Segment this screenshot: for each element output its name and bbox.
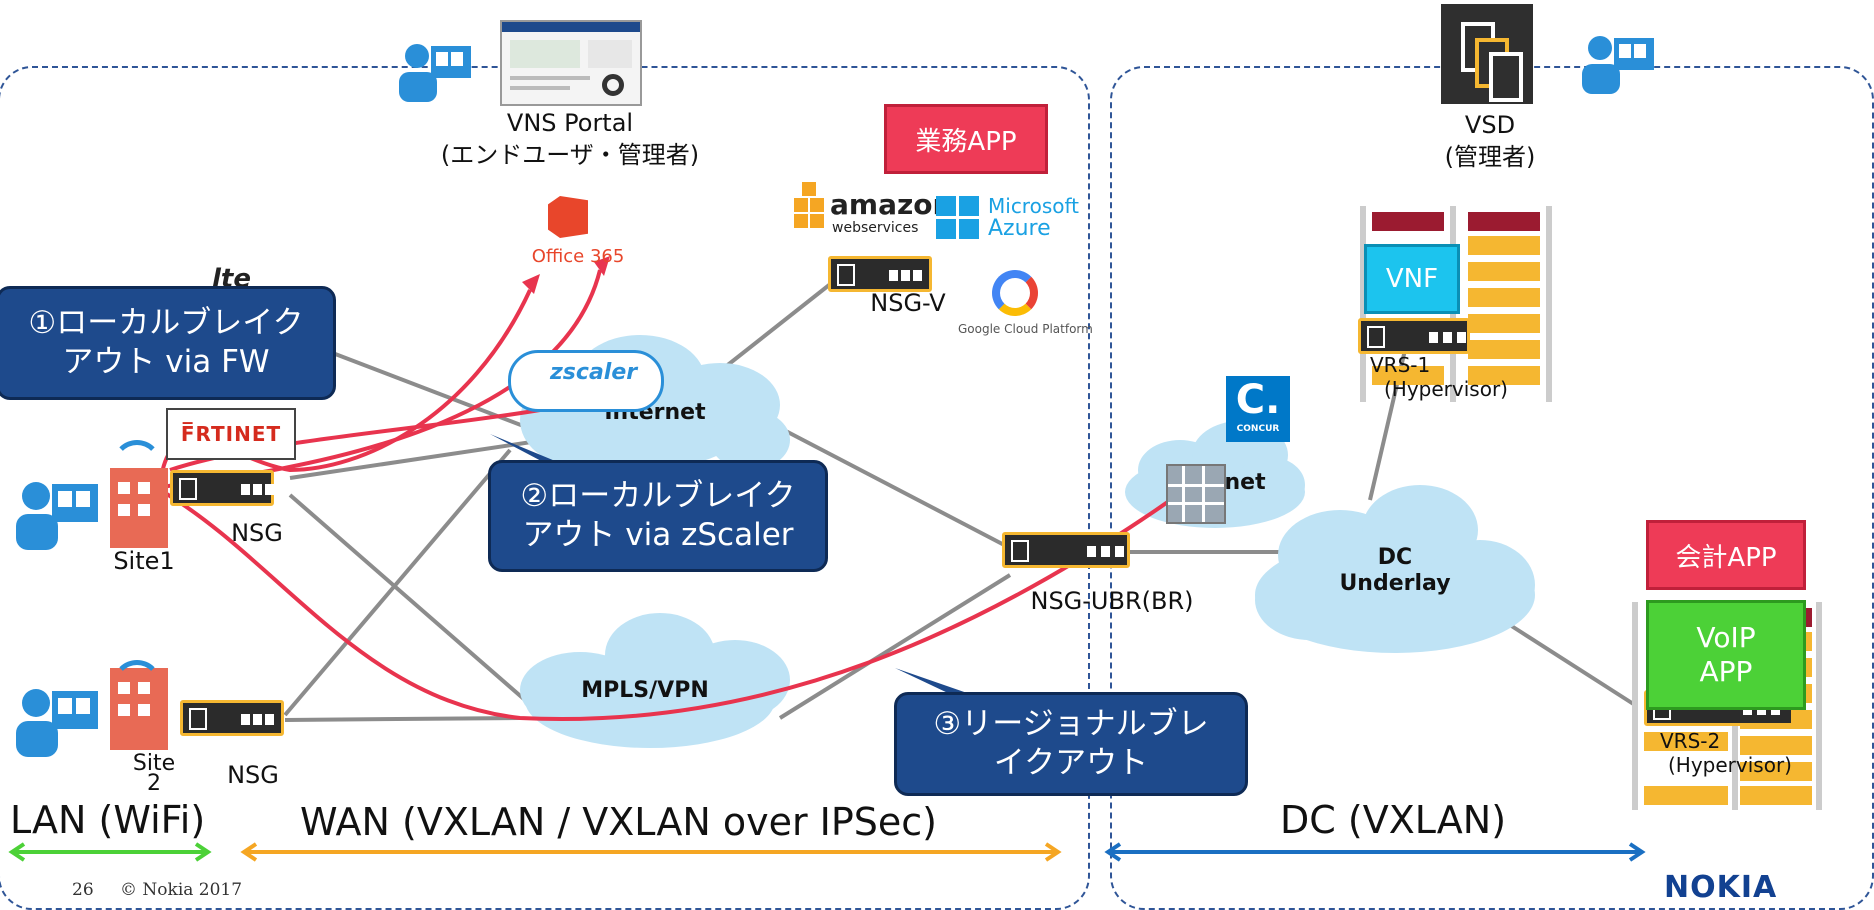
wifi-icon-site2 [112, 660, 162, 710]
vrs1-rack [1360, 206, 1560, 402]
wan-segment-label: WAN (VXLAN / VXLAN over IPSec) [300, 800, 938, 844]
gcp-icon [992, 270, 1038, 316]
zscaler-label: zscaler [550, 360, 638, 385]
vns-portal-sub: (エンドユーザ・管理者) [440, 141, 700, 169]
vnf-box: VNF [1364, 244, 1460, 314]
site2-label: Site 2 [132, 751, 176, 796]
user-icon-vsd [1582, 36, 1654, 94]
concur-logo: C. CONCUR [1226, 376, 1290, 442]
arrowhead-2 [594, 256, 610, 276]
fortinet-label: F̅RTINET [180, 422, 282, 446]
copyright: © Nokia 2017 [120, 880, 243, 900]
dc-arrow [1104, 842, 1646, 862]
microsoft-label: Microsoft [988, 194, 1080, 218]
link-internet-nsgv [713, 276, 840, 377]
vrs1-sub: (Hypervisor) [1384, 377, 1508, 401]
link-site1-internet [289, 438, 546, 480]
nsg-ubr-device [1002, 532, 1130, 568]
mpls-label: MPLS/VPN [581, 678, 709, 703]
office365-logo [548, 196, 588, 238]
link-site2-internet [283, 448, 512, 717]
dc-segment-label: DC (VXLAN) [1280, 798, 1507, 842]
vrs2-label: VRS-2 [1660, 729, 1721, 753]
callout-local-breakout-zscaler: ②ローカルブレイク アウト via zScaler [488, 460, 828, 572]
azure-label: Azure [988, 216, 1051, 241]
user-icon-site2 [16, 689, 98, 757]
vsd-label: VSD [1464, 111, 1516, 139]
vrs1-label: VRS-1 [1370, 353, 1431, 377]
arrowhead-1 [522, 274, 540, 294]
windows-icon [936, 196, 980, 240]
aws-sub: webservices [832, 220, 919, 236]
callout-local-breakout-fw: ①ローカルブレイク アウト via FW [0, 286, 336, 400]
dc-underlay-label: DC Underlay [1339, 545, 1451, 597]
callout3-tail [895, 668, 970, 694]
callout-regional-breakout: ③リージョナルブレ イクアウト [894, 692, 1248, 796]
vsd-sub: (管理者) [1444, 143, 1536, 171]
kaikei-app: 会計APP [1646, 520, 1806, 590]
lan-arrow [8, 842, 212, 862]
concur-label: CONCUR [1236, 424, 1280, 434]
nsg-v-device [828, 256, 932, 292]
office365-label: Office 365 [531, 246, 625, 267]
nsg-ubr-label: NSG-UBR(BR) [1030, 587, 1194, 615]
aws-icon [794, 180, 834, 230]
link-dc-vrs2 [1508, 623, 1637, 707]
vsd-icon [1441, 4, 1533, 104]
site1-label: Site1 [113, 547, 175, 575]
wan-arrow [240, 842, 1062, 862]
link-mpls-ubr [778, 573, 1012, 720]
nsg-site2-label: NSG [227, 761, 279, 789]
wifi-icon-site1 [112, 440, 162, 490]
callout2-tail [490, 434, 560, 463]
vrs2-sub: (Hypervisor) [1668, 753, 1792, 777]
gcp-label: Google Cloud Platform [958, 322, 1093, 336]
vrs1-device [1358, 318, 1470, 354]
link-site2-mpls [284, 716, 521, 722]
nsg-site1-label: NSG [231, 519, 283, 547]
nokia-logo: NOKIA [1664, 870, 1778, 905]
link-internet-ubr [779, 426, 1011, 550]
nsg-v-label: NSG-V [870, 289, 946, 317]
portal-screenshot [500, 20, 642, 106]
fortinet-logo: F̅RTINET [166, 408, 296, 460]
vns-portal-label: VNS Portal [506, 109, 634, 137]
gyomu-app: 業務APP [884, 104, 1048, 174]
link-site1-mpls [288, 493, 527, 702]
user-icon-site1 [16, 482, 98, 550]
voip-app-box: VoIP APP [1646, 600, 1806, 710]
page-number: 26 [72, 880, 94, 900]
dc-underlay-cloud [1255, 485, 1535, 653]
lan-segment-label: LAN (WiFi) [10, 798, 206, 842]
aws-label: amazon [830, 188, 953, 221]
nsg-site1-device [170, 470, 274, 506]
zscaler-logo [508, 350, 664, 412]
user-icon-portal [399, 44, 471, 102]
mpls-cloud [520, 613, 790, 748]
firewall-grid-icon [1166, 464, 1226, 524]
nsg-site2-device [180, 700, 284, 736]
flow-regional-breakout [158, 470, 1212, 722]
